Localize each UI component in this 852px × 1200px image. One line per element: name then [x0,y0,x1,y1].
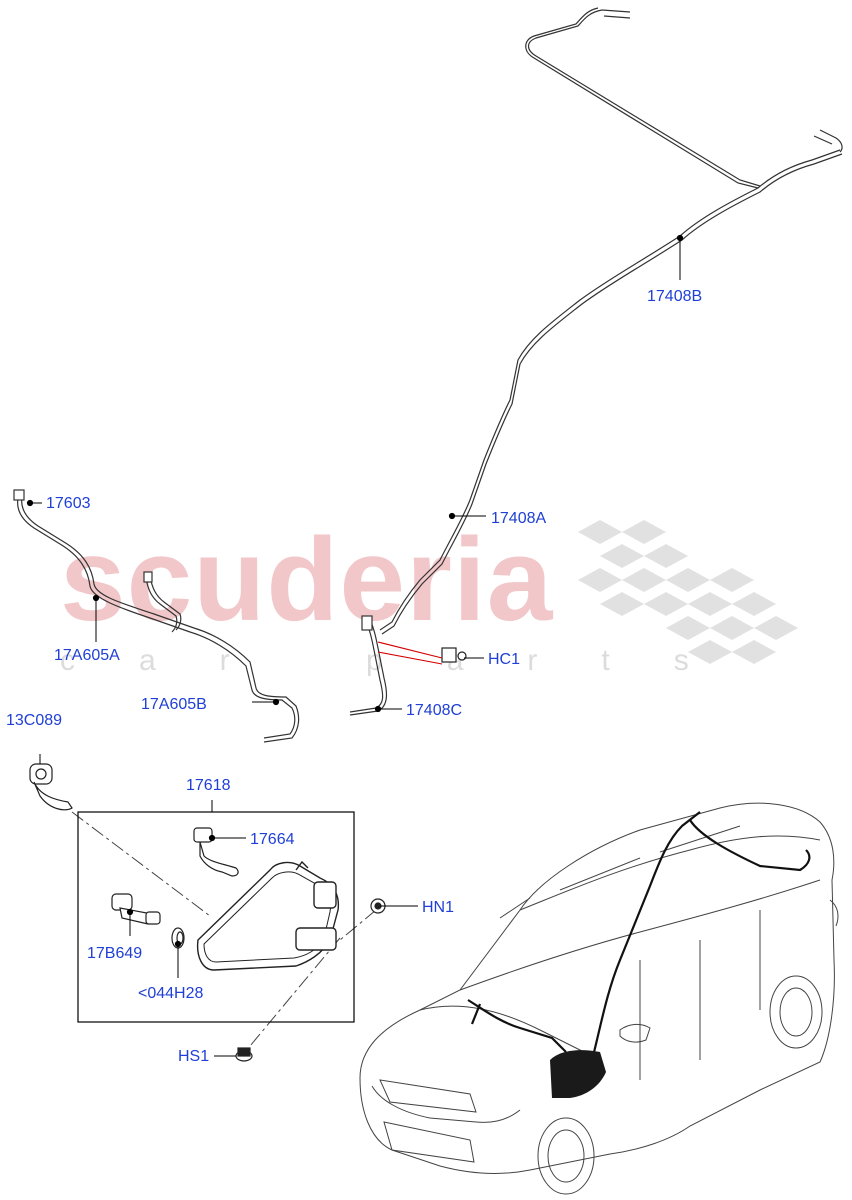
callout-leaders [26,234,684,1057]
pump-17B649[interactable] [111,893,161,925]
callout-17A605A[interactable]: 17A605A [54,647,120,664]
assembly-dashed-lines [71,811,377,1047]
vehicle-reservoir-fill [550,1050,606,1098]
callout-17B649[interactable]: 17B649 [87,945,143,962]
screw-HS1[interactable] [235,1047,253,1062]
hose-17408B[interactable] [379,7,843,635]
washer-reservoir[interactable] [196,860,340,971]
callout-17408A[interactable]: 17408A [491,510,547,527]
hose-17A605[interactable] [13,489,300,743]
callout-HN1[interactable]: HN1 [422,899,455,916]
connector-HC1[interactable] [441,647,467,663]
checkered-flag-watermark [578,520,798,664]
callout-17A605B[interactable]: 17A605B [141,696,207,713]
watermark-brand: scuderia [60,514,554,646]
vehicle-washer-lines [467,811,811,1061]
callout-044H28[interactable]: <044H28 [138,985,204,1002]
callout-HC1[interactable]: HC1 [488,651,521,668]
sensor-17664[interactable] [193,827,239,877]
callout-17408C[interactable]: 17408C [406,702,463,719]
callout-17618[interactable]: 17618 [186,777,231,794]
hc1-red-leaders [377,641,443,665]
callout-17664[interactable]: 17664 [250,831,295,848]
callout-17408B[interactable]: 17408B [647,288,703,305]
callout-17603[interactable]: 17603 [46,495,91,512]
group-17618-frame [77,811,355,1023]
callout-HS1[interactable]: HS1 [178,1048,210,1065]
pump-13C089[interactable] [29,763,73,811]
callout-13C089[interactable]: 13C089 [6,712,63,729]
hose-17408C[interactable] [349,615,388,716]
vehicle-illustration [359,802,839,1195]
